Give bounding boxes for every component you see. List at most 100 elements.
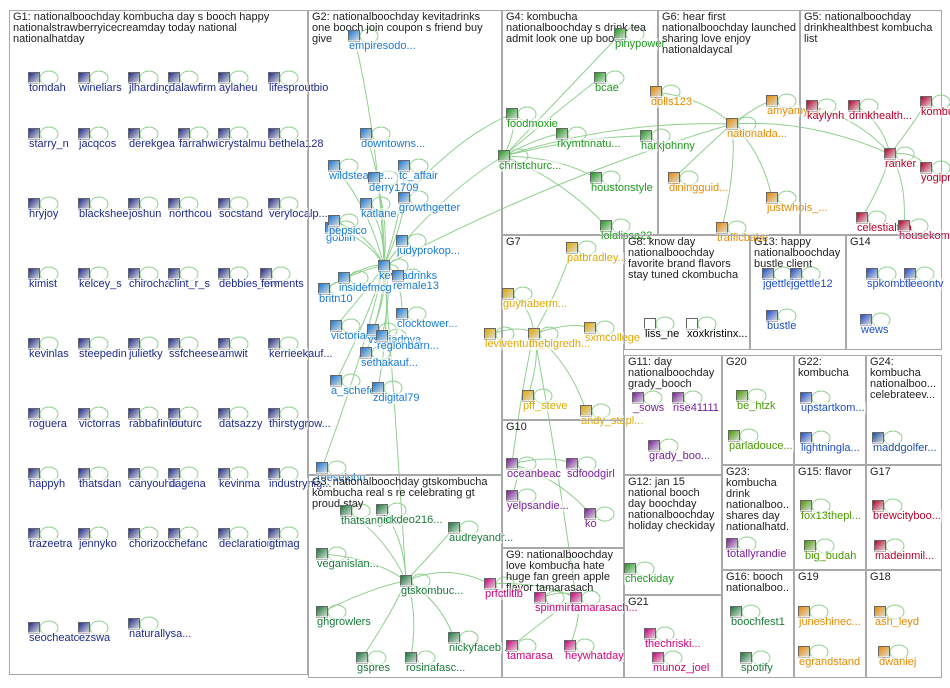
- node-label: drinkhealth...: [848, 110, 913, 122]
- group-title: G12: jan 15 national booch day boochday …: [628, 477, 715, 532]
- edge: [503, 33, 621, 157]
- node-label: upstartkom...: [800, 402, 866, 414]
- node-label: grady_boo...: [648, 450, 712, 462]
- edge: [405, 580, 455, 639]
- node-label: clocktower...: [396, 318, 459, 330]
- group-title: G9: nationalboochday love kombucha hate …: [506, 550, 614, 594]
- edge: [503, 123, 733, 157]
- node-label: regionbarn...: [376, 340, 440, 352]
- group-g3: G3: nationalboochday gtskombucha kombuch…: [308, 475, 502, 678]
- node-label: fox13thepl...: [800, 510, 862, 522]
- node-label: totallyrandie: [726, 548, 788, 560]
- node-label: downtowns...: [360, 138, 427, 150]
- node-label: sdfoodgirl: [566, 468, 616, 480]
- node-label: _sows: [632, 402, 666, 414]
- node-label: patbradley...: [566, 252, 628, 264]
- group-title: G15: flavor: [798, 467, 852, 478]
- node-label: brewcityboo...: [872, 510, 942, 522]
- node-label: nationalda...: [726, 128, 788, 140]
- group-title: G17: [870, 467, 891, 478]
- node-label: kerrieekauf...: [268, 348, 334, 360]
- node-label: victorras: [78, 418, 122, 430]
- node-label: judyprokop...: [396, 245, 461, 257]
- node-label: a_schefer: [330, 385, 381, 397]
- group-g15: G15: flavor: [794, 465, 866, 570]
- node-label: jgettle: [762, 278, 794, 290]
- node-label: parladouce...: [728, 440, 794, 452]
- node-label: clint_r_s: [168, 278, 211, 290]
- node-label: declaration...: [218, 538, 283, 550]
- node-label: insidefmcg: [338, 282, 393, 294]
- node-label: blackshee: [78, 208, 130, 220]
- node-label: verylocalp...: [268, 208, 329, 220]
- node-label: kevinlas: [28, 348, 70, 360]
- node-label: gtmag: [268, 538, 301, 550]
- node-label: andy_stapl...: [580, 415, 645, 427]
- group-g7: G7: [502, 235, 624, 420]
- group-title: G3: nationalboochday gtskombucha kombuch…: [312, 477, 488, 510]
- group-title: G16: booch nationalboo...: [726, 572, 790, 594]
- node-label: dagena: [168, 478, 207, 490]
- group-g18: G18: [866, 570, 942, 678]
- group-g10: G10: [502, 420, 624, 548]
- edge: [511, 463, 591, 515]
- node-label: jgettle12: [790, 278, 834, 290]
- node-label: spotify: [740, 662, 774, 674]
- node-label: be_htzk: [736, 400, 777, 412]
- node-label: rkymtnnatu...: [556, 138, 622, 150]
- node-label: seocheato: [28, 632, 81, 644]
- node-label: egrandstand: [798, 656, 862, 668]
- node-label: happyh: [28, 478, 67, 490]
- node-label: audreyandr...: [448, 532, 515, 544]
- node-label: chorizod: [128, 538, 172, 550]
- group-g20: G20: [722, 355, 794, 465]
- node-label: rise41111: [672, 402, 720, 414]
- node-label: tamarasa: [506, 650, 554, 662]
- group-g19: G19: [794, 570, 866, 678]
- group-title: G7: [506, 237, 521, 248]
- node-label: gtskombuc...: [400, 585, 465, 597]
- node-label: veganislan...: [316, 558, 380, 570]
- node-label: kimist: [28, 278, 59, 290]
- node-label: thebigredh...: [528, 338, 592, 350]
- node-label: big_budah: [804, 550, 858, 562]
- node-label: naturallysa...: [128, 628, 193, 640]
- group-title: G18: [870, 572, 891, 583]
- node-label: farrahwil: [178, 138, 222, 150]
- node-label: ghgrowlers: [316, 616, 372, 628]
- group-title: G4: kombucha nationalboochday s drink te…: [506, 12, 647, 45]
- node-label: pepsico: [328, 225, 368, 237]
- node-label: wineliars: [78, 82, 123, 94]
- edge: [595, 506, 615, 522]
- node-label: nickyfaceb...: [448, 642, 512, 654]
- node-label: houstonstyle: [590, 182, 654, 194]
- node-label: prfctlitlb: [484, 588, 524, 600]
- group-title: G10: [506, 422, 527, 433]
- node-label: tomdah: [28, 82, 67, 94]
- group-title: G11: day nationalboochday grady_booch: [628, 357, 715, 390]
- node-label: chefanc: [168, 538, 209, 550]
- node-label: chirocha: [128, 278, 172, 290]
- edge: [405, 572, 491, 585]
- node-label: juneshinec...: [798, 616, 862, 628]
- node-label: diningguid...: [668, 182, 730, 194]
- node-label: gspres: [356, 662, 392, 674]
- node-label: thechriski...: [644, 638, 702, 650]
- node-label: checkiday: [624, 573, 675, 585]
- node-label: crystalmu: [218, 138, 268, 150]
- node-label: lifesproutbio: [268, 82, 330, 94]
- node-label: foodmoxie: [506, 118, 559, 130]
- edge: [383, 123, 733, 267]
- group-title: G21: [628, 597, 649, 608]
- group-title: G14: [850, 237, 871, 248]
- group-title: G22: kombucha: [798, 357, 849, 379]
- node-label: jacqcos: [78, 138, 118, 150]
- node-label: sxmcollege: [584, 332, 642, 344]
- node-label: yelpsandie...: [506, 500, 570, 512]
- node-label: ferments: [260, 278, 305, 290]
- node-label: dalawfirm: [168, 82, 218, 94]
- group-title: G2: nationalboochday kevitadrinks one bo…: [312, 12, 483, 45]
- group-title: G8: know day nationalboochday favorite b…: [628, 237, 739, 281]
- node-label: justwhois_...: [766, 202, 829, 214]
